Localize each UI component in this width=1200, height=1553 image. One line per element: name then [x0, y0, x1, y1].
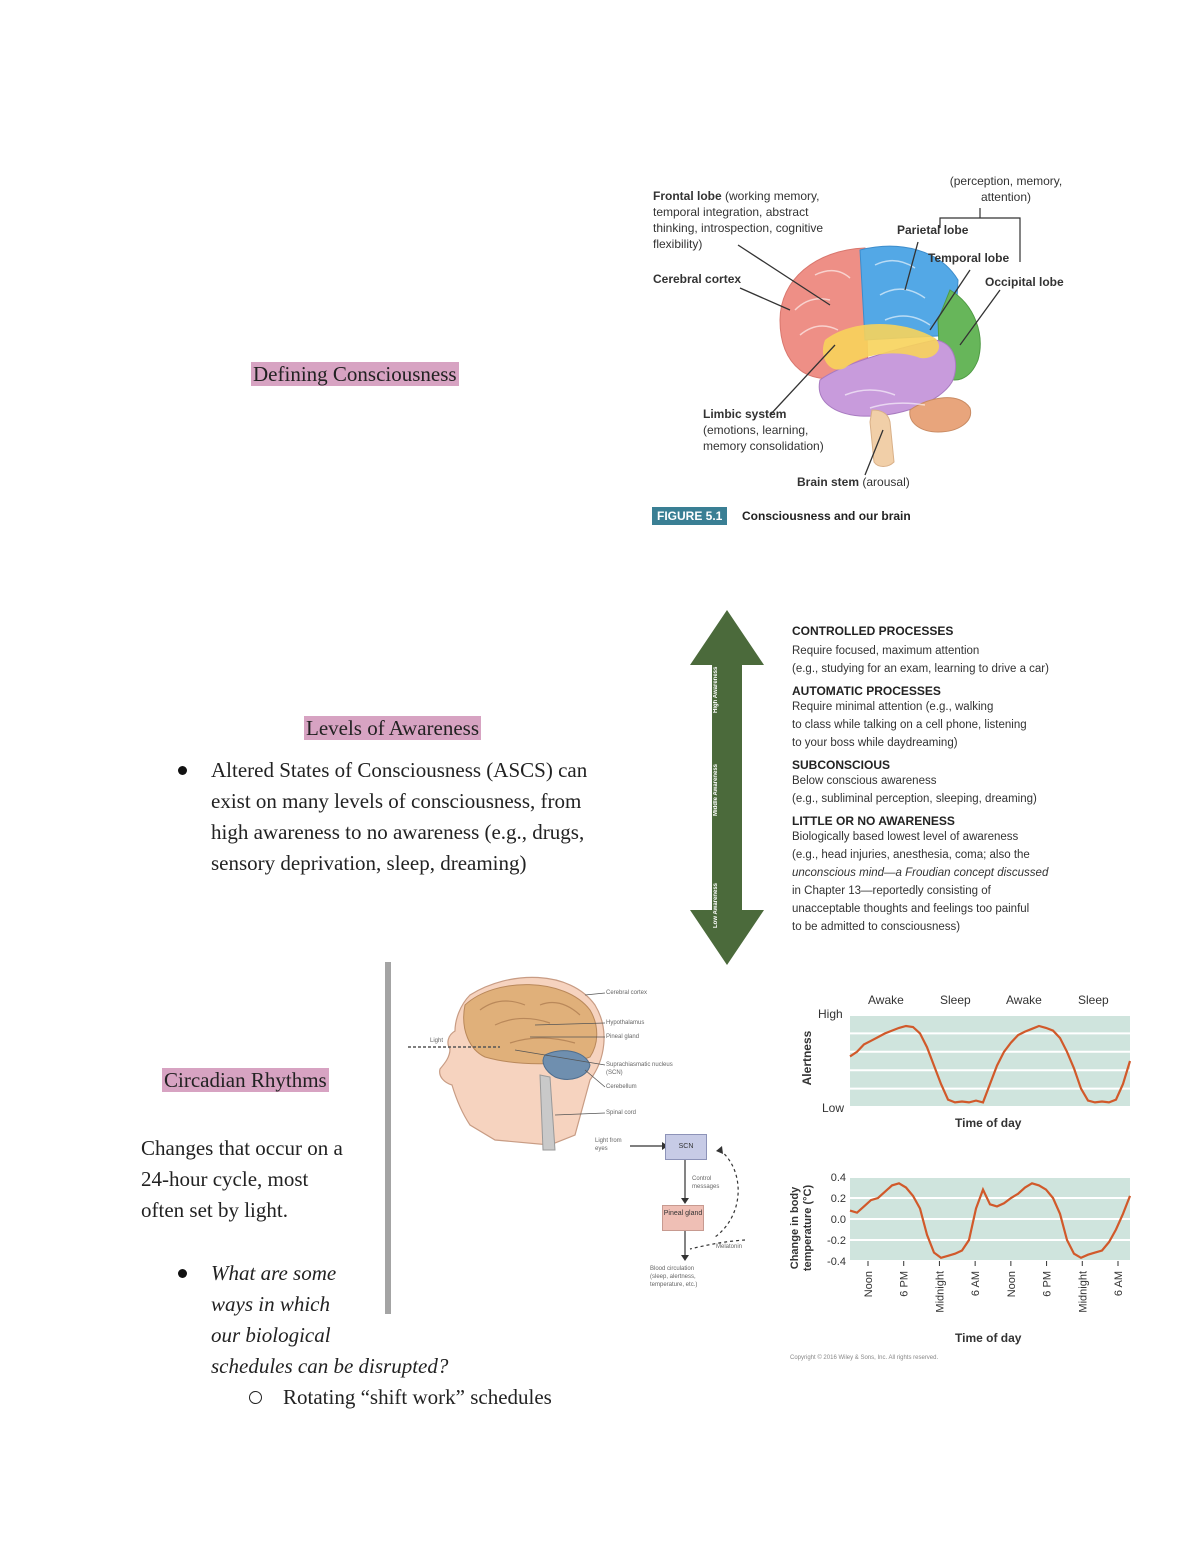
flow-melatonin: Melatonin [716, 1244, 743, 1250]
y-tick-label: 0.2 [831, 1193, 846, 1205]
cerebral-cortex-label: Cerebral cortex [653, 272, 742, 286]
low-awareness-label: Low Awareness [713, 882, 719, 928]
flow-control-messages: Control messages [692, 1176, 720, 1190]
x-tick-label: 6 AM [970, 1271, 982, 1296]
copyright-note: Copyright © 2016 Wiley & Sons, Inc. All … [790, 1355, 939, 1361]
temperature-x-label: Time of day [955, 1331, 1022, 1345]
brain-figure: Frontal lobe (working memory, temporal i… [640, 170, 1100, 540]
y-tick-low: Low [822, 1101, 845, 1115]
level-little-or-no: LITTLE OR NO AWARENESS Biologically base… [792, 814, 1049, 933]
y-tick-label: 0.4 [831, 1172, 846, 1184]
circadian-definition: Changes that occur on a 24-hour cycle, m… [141, 1136, 343, 1222]
alertness-y-label: Alertness [800, 1030, 814, 1086]
level-automatic: AUTOMATIC PROCESSES Require minimal atte… [792, 684, 1027, 749]
flow-pineal-box: Pineal gland [662, 1205, 704, 1231]
flow-light-from-eyes: Light from eyes [595, 1138, 622, 1152]
x-tick-label: Midnight [1077, 1271, 1089, 1313]
lobe-function-label: (perception, memory, attention) [949, 174, 1063, 204]
temperature-series-line [849, 1182, 1132, 1260]
temporal-lobe-label: Temporal lobe [928, 251, 1010, 265]
head-illustration [408, 976, 746, 1261]
head-scn-figure: Cerebral cortex Hypothalamus Pineal glan… [400, 965, 780, 1305]
awareness-levels-list: CONTROLLED PROCESSES Require focused, ma… [792, 624, 1092, 936]
alertness-series-line [849, 1024, 1132, 1104]
frontal-lobe-label: Frontal lobe (working memory, temporal i… [653, 189, 824, 251]
y-tick-label: 0.0 [831, 1214, 846, 1226]
plot-background [850, 1015, 1130, 1107]
alertness-plot [849, 1014, 1132, 1108]
flow-output: Blood circulation (sleep, alertness, tem… [650, 1266, 698, 1288]
levels-of-awareness-heading: Levels of Awareness [304, 716, 482, 740]
phase-label: Awake [1006, 993, 1042, 1007]
hollow-bullet [249, 1391, 262, 1404]
x-tick-label: Midnight [934, 1271, 946, 1313]
high-awareness-label: High Awareness [713, 666, 719, 714]
disruption-question: What are some ways in which our biologic… [211, 1261, 449, 1378]
bullet-dot [178, 766, 187, 775]
level-subconscious: SUBCONSCIOUS Below conscious awareness (… [792, 758, 1037, 805]
defining-consciousness-heading: Defining Consciousness [251, 362, 459, 386]
head-label-hypothalamus: Hypothalamus [606, 1020, 645, 1026]
alertness-x-label: Time of day [955, 1116, 1022, 1130]
parietal-lobe-label: Parietal lobe [897, 223, 969, 237]
occipital-lobe-label: Occipital lobe [985, 275, 1064, 289]
shift-work-sub-bullet: Rotating “shift work” schedules [283, 1385, 552, 1409]
figure-tag: FIGURE 5.1 [652, 507, 728, 525]
head-label-cortex: Cerebral cortex [606, 990, 648, 996]
phase-label: Awake [868, 993, 904, 1007]
vertical-divider [385, 962, 391, 1314]
head-label-scn: Suprachiasmatic nucleus (SCN) [606, 1062, 673, 1076]
head-label-spinal-cord: Spinal cord [606, 1110, 637, 1116]
brain-stem-label: Brain stem (arousal) [797, 475, 910, 489]
x-tick-label: 6 PM [1042, 1271, 1054, 1297]
flow-scn-box: SCN [665, 1134, 707, 1160]
temperature-y-label: Change in body temperature (°C) [789, 1184, 814, 1272]
light-label: Light [430, 1038, 444, 1044]
circadian-rhythms-heading: Circadian Rhythms [162, 1068, 329, 1092]
x-tick-label: 6 AM [1113, 1271, 1125, 1296]
awareness-arrow: High Awareness Middle Awareness Low Awar… [690, 610, 764, 965]
x-tick-label: Noon [863, 1271, 875, 1297]
head-label-cerebellum: Cerebellum [606, 1084, 637, 1090]
bullet-dot [178, 1269, 187, 1278]
middle-awareness-label: Middle Awareness [713, 763, 719, 817]
brain-illustration [737, 208, 1021, 476]
y-tick-label: -0.2 [827, 1235, 846, 1247]
figure-caption: Consciousness and our brain [742, 509, 911, 523]
x-tick-label: 6 PM [899, 1271, 911, 1297]
x-tick-label: Noon [1006, 1271, 1018, 1297]
y-tick-high: High [818, 1007, 843, 1021]
phase-label: Sleep [1078, 993, 1109, 1007]
level-controlled: CONTROLLED PROCESSES Require focused, ma… [792, 624, 1049, 675]
head-label-pineal: Pineal gland [606, 1034, 640, 1040]
y-tick-label: -0.4 [827, 1256, 846, 1268]
alertness-chart: Awake Sleep Awake Sleep High Low Alertne… [780, 985, 1140, 1135]
ascs-bullet-text: Altered States of Consciousness (ASCS) c… [211, 758, 588, 875]
phase-label: Sleep [940, 993, 971, 1007]
limbic-system-label: Limbic system (emotions, learning, memor… [703, 407, 824, 453]
